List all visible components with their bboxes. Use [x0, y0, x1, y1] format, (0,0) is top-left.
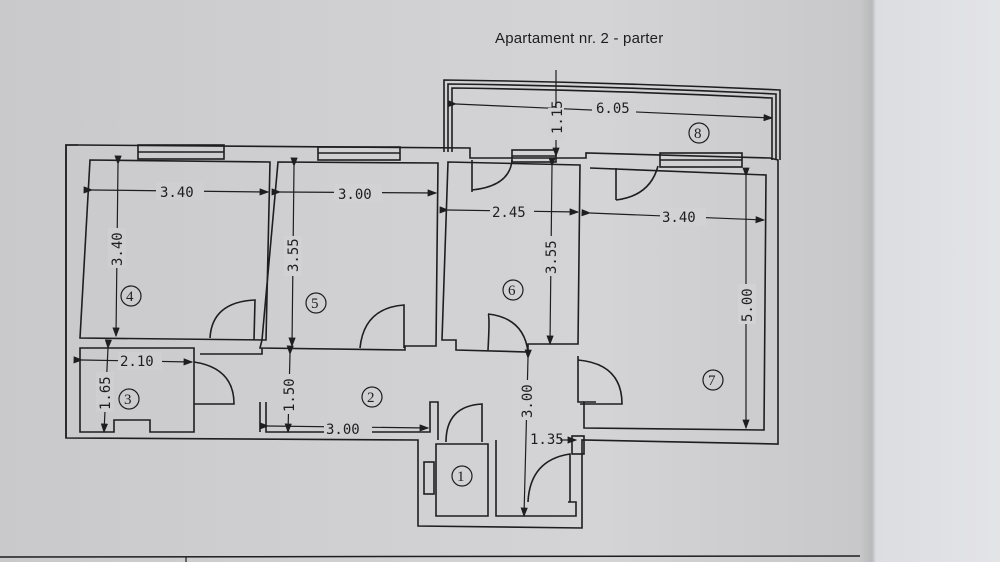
room-1	[423, 403, 585, 517]
svg-text:4: 4	[126, 289, 134, 305]
room-label-2: 2	[361, 386, 383, 408]
dim-room4-width: 3.40	[160, 185, 194, 201]
dim-room3-height: 1.65	[98, 376, 114, 410]
room-label-3: 3	[118, 388, 140, 410]
room-label-6: 6	[502, 279, 524, 301]
room-5	[258, 161, 439, 351]
room-3	[79, 347, 235, 433]
dim-hall-length: 3.00	[326, 422, 360, 438]
dim-hall-depth: 1.50	[282, 378, 298, 412]
svg-text:5: 5	[311, 296, 319, 312]
dimension-labels: 6.05 1.15 3.40 3.40 3.00 3.55 2.45 3.55 …	[96, 98, 756, 448]
dim-room6-width: 2.45	[492, 205, 526, 221]
room-label-5: 5	[305, 292, 327, 314]
room-numbers: 1 2 3 4 5 6 7 8	[118, 122, 724, 487]
dim-room5-width: 3.00	[338, 187, 372, 203]
room-label-4: 4	[120, 285, 142, 307]
svg-text:2: 2	[367, 390, 375, 406]
svg-text:6: 6	[508, 283, 516, 299]
outer-walls	[65, 144, 779, 529]
dim-entry-length: 3.00	[520, 384, 536, 418]
dim-room7-width: 3.40	[662, 210, 696, 226]
room-label-7: 7	[702, 369, 724, 391]
dim-room6-height: 3.55	[544, 240, 560, 274]
dim-entry-width: 1.35	[530, 432, 564, 448]
svg-text:8: 8	[694, 126, 702, 142]
dim-balcony-depth: 1.15	[550, 100, 566, 134]
dim-room7-height: 5.00	[740, 288, 756, 322]
dim-room5-height: 3.55	[286, 238, 302, 272]
room-4	[79, 159, 271, 341]
room-8-balcony	[443, 79, 781, 160]
svg-text:7: 7	[708, 373, 716, 389]
dim-room4-height: 3.40	[110, 232, 126, 266]
room-7	[583, 165, 767, 431]
dim-balcony-width: 6.05	[596, 101, 630, 117]
room-label-1: 1	[451, 465, 473, 487]
plan-title: Apartament nr. 2 - parter	[495, 30, 664, 47]
svg-text:1: 1	[457, 469, 465, 485]
room-2-hall	[200, 348, 623, 440]
svg-text:3: 3	[124, 392, 132, 408]
dim-room3-width: 2.10	[120, 354, 154, 370]
room-label-8: 8	[688, 122, 710, 144]
